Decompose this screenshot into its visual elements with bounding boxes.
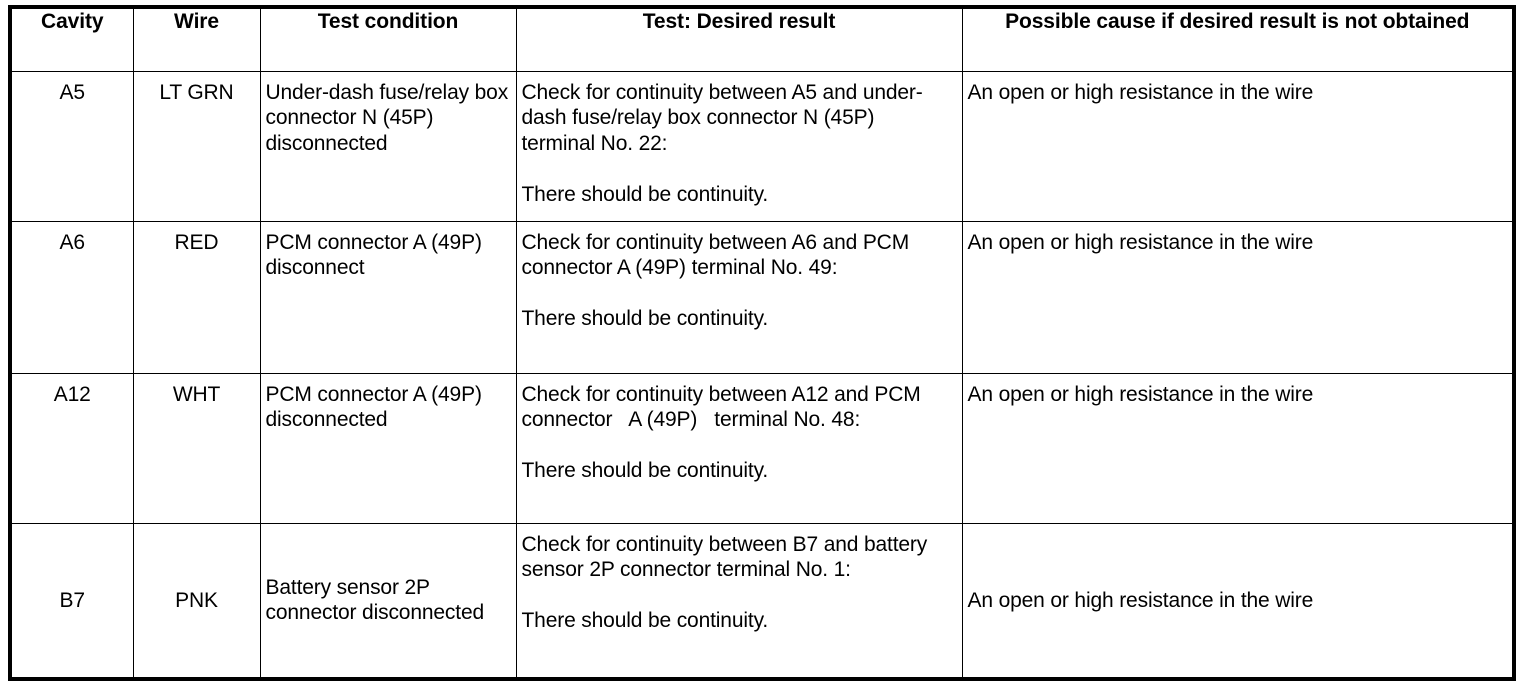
test-condition-text: PCM connector A (49P) disconnected [265, 382, 499, 432]
column-header-test-desired-result: Test: Desired result [515, 6, 963, 72]
cell-possible-cause: An open or high resistance in the wire [961, 522, 1515, 680]
table-row: A12 WHT PCM connector A (49P) disconnect… [9, 372, 1515, 524]
column-header-possible-cause: Possible cause if desired result is not … [961, 6, 1515, 72]
cell-test-condition: PCM connector A (49P) disconnected [259, 372, 517, 524]
table-row: B7 PNK Battery sensor 2P connector disco… [9, 522, 1515, 680]
cell-wire: PNK [132, 522, 261, 680]
cell-possible-cause: An open or high resistance in the wire [961, 220, 1515, 374]
desired-result-text: There should be continuity. [521, 182, 769, 206]
cell-test-condition: Battery sensor 2P connector disconnected [259, 522, 517, 680]
cavity-value: B7 [59, 588, 86, 612]
spacer [522, 433, 958, 459]
cell-possible-cause: An open or high resistance in the wire [961, 70, 1515, 222]
cell-test-desired-result: Check for continuity between A5 and unde… [515, 70, 963, 222]
wire-value: LT GRN [159, 80, 234, 104]
desired-result-text: There should be continuity. [521, 307, 769, 330]
test-condition-text: PCM connector A (49P) disconnect [265, 230, 499, 280]
cavity-value: A6 [59, 230, 86, 254]
header-row: Cavity Wire Test condition Test: Desired… [9, 6, 1515, 72]
cell-test-desired-result: Check for continuity between A12 and PCM… [515, 372, 963, 524]
wire-value: WHT [172, 382, 221, 406]
cell-wire: LT GRN [132, 70, 261, 222]
test-condition-text: Battery sensor 2P connector disconnected [265, 575, 485, 625]
test-condition-text: Under-dash fuse/relay box connector N (4… [265, 80, 514, 155]
cell-test-desired-result: Check for continuity between A6 and PCM … [515, 220, 963, 374]
desired-result-text: There should be continuity. [521, 459, 769, 482]
table-row: A5 LT GRN Under-dash fuse/relay box conn… [9, 70, 1515, 222]
cavity-value: A12 [53, 382, 91, 406]
table-row: A6 RED PCM connector A (49P) disconnect … [9, 220, 1515, 374]
column-header-wire: Wire [132, 6, 261, 72]
table-body: A5 LT GRN Under-dash fuse/relay box conn… [9, 70, 1515, 680]
possible-cause-text: An open or high resistance in the wire [967, 588, 1314, 612]
test-check-text: Check for continuity between B7 and batt… [521, 532, 933, 582]
test-check-text: Check for continuity between A12 and PCM… [521, 382, 927, 432]
spacer [522, 281, 958, 307]
cell-cavity: A12 [9, 372, 134, 524]
spacer [522, 156, 958, 182]
cell-cavity: A6 [9, 220, 134, 374]
circuit-test-table: Cavity Wire Test condition Test: Desired… [8, 5, 1516, 681]
cell-cavity: A5 [9, 70, 134, 222]
test-check-text: Check for continuity between A6 and PCM … [521, 230, 915, 280]
cell-cavity: B7 [9, 522, 134, 680]
table-header: Cavity Wire Test condition Test: Desired… [9, 6, 1515, 72]
cell-test-desired-result: Check for continuity between B7 and batt… [515, 522, 963, 680]
test-check-text: Check for continuity between A5 and unde… [521, 80, 923, 155]
spacer [522, 583, 958, 609]
wire-value: PNK [175, 588, 218, 612]
possible-cause-text: An open or high resistance in the wire [967, 230, 1314, 254]
cell-wire: WHT [132, 372, 261, 524]
cavity-value: A5 [59, 80, 86, 104]
cell-test-condition: PCM connector A (49P) disconnect [259, 220, 517, 374]
column-header-test-condition: Test condition [259, 6, 517, 72]
desired-result-text: There should be continuity. [521, 609, 769, 632]
cell-wire: RED [132, 220, 261, 374]
cell-test-condition: Under-dash fuse/relay box connector N (4… [259, 70, 517, 222]
column-header-cavity: Cavity [9, 6, 134, 72]
wire-value: RED [174, 230, 219, 254]
cell-possible-cause: An open or high resistance in the wire [961, 372, 1515, 524]
possible-cause-text: An open or high resistance in the wire [967, 382, 1314, 406]
possible-cause-text: An open or high resistance in the wire [967, 80, 1314, 104]
